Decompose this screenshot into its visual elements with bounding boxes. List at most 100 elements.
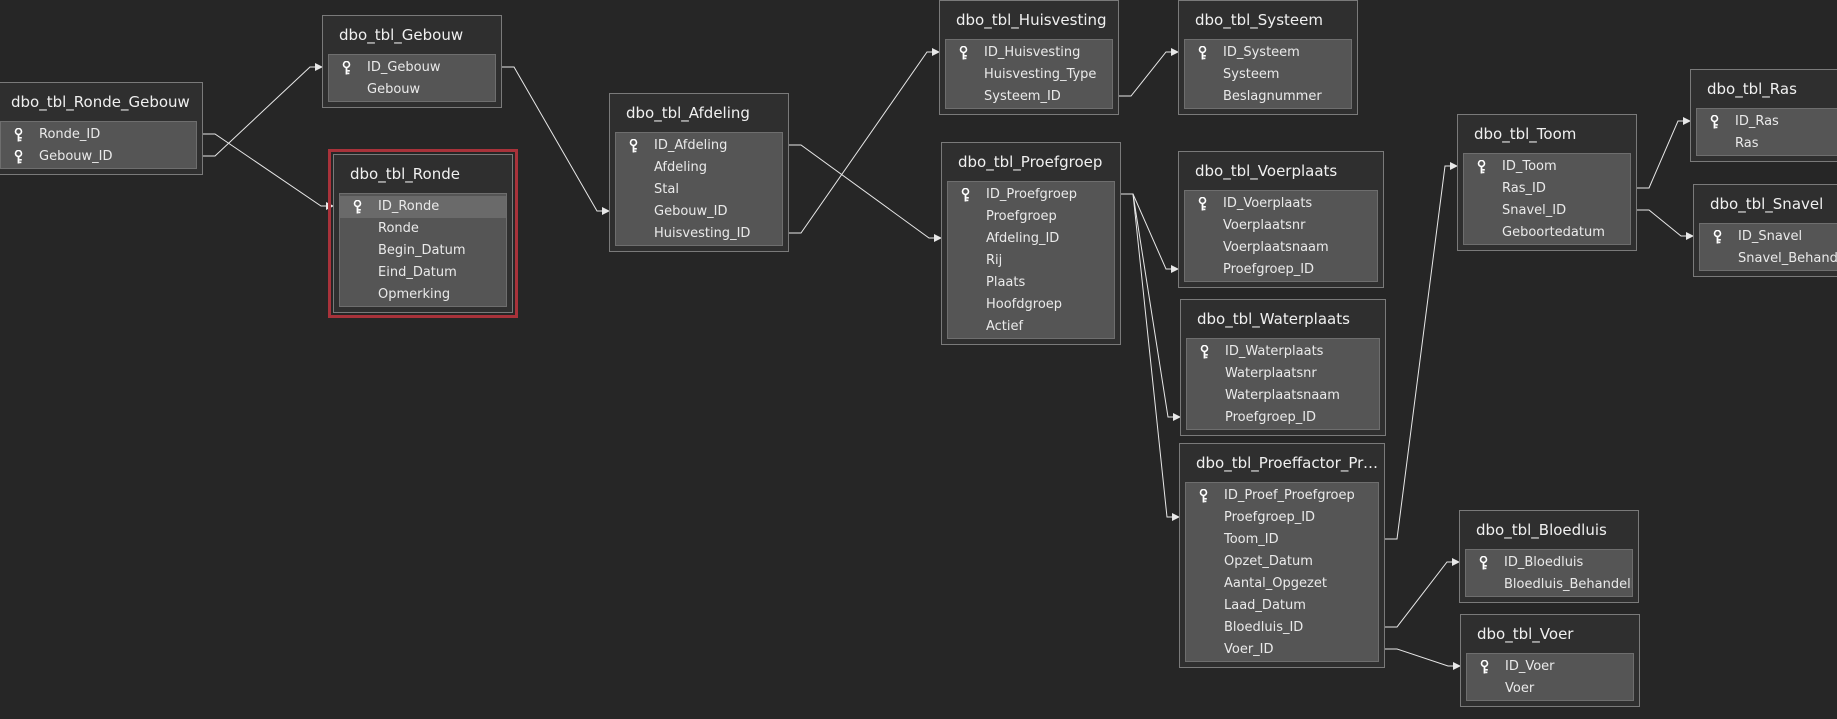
field-row[interactable]: ID_Afdeling: [616, 135, 782, 157]
field-row[interactable]: Geboortedatum: [1464, 222, 1630, 244]
field-row[interactable]: Voer: [1467, 678, 1633, 700]
relationship-line[interactable]: [1119, 48, 1179, 97]
field-row[interactable]: Eind_Datum: [340, 262, 506, 284]
field-row[interactable]: Laad_Datum: [1186, 595, 1378, 617]
table-title[interactable]: dbo_tbl_Snavel: [1710, 195, 1824, 213]
field-row[interactable]: Opmerking: [340, 284, 506, 306]
field-row[interactable]: Rij: [948, 250, 1114, 272]
field-row[interactable]: Gebouw: [329, 79, 495, 101]
field-row[interactable]: ID_Proef_Proefgroep: [1186, 485, 1378, 507]
table-title[interactable]: dbo_tbl_Ras: [1707, 80, 1797, 98]
table-proeffactor[interactable]: dbo_tbl_Proeffactor_Proef... ID_Proef_Pro…: [1179, 443, 1385, 668]
field-row[interactable]: Ras_ID: [1464, 178, 1630, 200]
field-row[interactable]: Voerplaatsnaam: [1185, 237, 1377, 259]
table-title[interactable]: dbo_tbl_Waterplaats: [1197, 310, 1350, 328]
table-title[interactable]: dbo_tbl_Voerplaats: [1195, 162, 1338, 180]
field-row[interactable]: Opzet_Datum: [1186, 551, 1378, 573]
relationship-line[interactable]: [203, 133, 334, 210]
field-row[interactable]: Huisvesting_ID: [616, 223, 782, 245]
field-row[interactable]: ID_Voer: [1467, 656, 1633, 678]
field-row[interactable]: Aantal_Opgezet: [1186, 573, 1378, 595]
field-row[interactable]: Gebouw_ID: [616, 201, 782, 223]
field-row[interactable]: Ronde: [340, 218, 506, 240]
field-row[interactable]: Proefgroep_ID: [1187, 407, 1379, 429]
field-row[interactable]: Ras: [1697, 133, 1837, 155]
field-row[interactable]: ID_Ras: [1697, 111, 1837, 133]
field-row[interactable]: ID_Systeem: [1185, 42, 1351, 64]
field-row[interactable]: Waterplaatsnaam: [1187, 385, 1379, 407]
table-title[interactable]: dbo_tbl_Voer: [1477, 625, 1574, 643]
field-row[interactable]: ID_Toom: [1464, 156, 1630, 178]
relationship-line[interactable]: [1385, 558, 1460, 628]
table-snavel[interactable]: dbo_tbl_SnavelID_SnavelSnavel_Behandelin…: [1693, 184, 1837, 277]
table-title[interactable]: dbo_tbl_Proeffactor_Proef...: [1196, 454, 1384, 472]
table-title[interactable]: dbo_tbl_Afdeling: [626, 104, 750, 122]
field-row[interactable]: Proefgroep: [948, 206, 1114, 228]
field-row[interactable]: ID_Ronde: [340, 196, 506, 218]
relationship-line[interactable]: [1385, 648, 1461, 670]
relationship-line[interactable]: [789, 144, 942, 242]
field-row[interactable]: Ronde_ID: [1, 124, 196, 146]
field-row[interactable]: Bloedluis_ID: [1186, 617, 1378, 639]
field-row[interactable]: Waterplaatsnr: [1187, 363, 1379, 385]
relationship-line[interactable]: [789, 48, 940, 234]
field-row[interactable]: Bloedluis_Behandeling: [1466, 574, 1632, 596]
table-title[interactable]: dbo_tbl_Systeem: [1195, 11, 1323, 29]
table-title[interactable]: dbo_tbl_Huisvesting: [956, 11, 1107, 29]
field-row[interactable]: Hoofdgroep: [948, 294, 1114, 316]
field-row[interactable]: ID_Proefgroep: [948, 184, 1114, 206]
field-row[interactable]: Afdeling: [616, 157, 782, 179]
field-row[interactable]: ID_Waterplaats: [1187, 341, 1379, 363]
field-row[interactable]: Actief: [948, 316, 1114, 338]
relationship-line[interactable]: [1637, 117, 1691, 189]
relationship-line[interactable]: [1121, 193, 1179, 273]
field-row[interactable]: ID_Voerplaats: [1185, 193, 1377, 215]
field-row[interactable]: Proefgroep_ID: [1186, 507, 1378, 529]
field-row[interactable]: Stal: [616, 179, 782, 201]
relationship-line[interactable]: [1637, 209, 1694, 240]
field-row[interactable]: ID_Snavel: [1700, 226, 1837, 248]
field-row[interactable]: ID_Huisvesting: [946, 42, 1112, 64]
field-row[interactable]: Systeem: [1185, 64, 1351, 86]
field-row[interactable]: Plaats: [948, 272, 1114, 294]
field-row[interactable]: Beslagnummer: [1185, 86, 1351, 108]
field-row[interactable]: Huisvesting_Type: [946, 64, 1112, 86]
table-title[interactable]: dbo_tbl_Ronde: [350, 165, 460, 183]
table-title[interactable]: dbo_tbl_Gebouw: [339, 26, 464, 44]
field-row[interactable]: Proefgroep_ID: [1185, 259, 1377, 281]
table-title[interactable]: dbo_tbl_Ronde_Gebouw: [11, 93, 190, 111]
field-row[interactable]: ID_Bloedluis: [1466, 552, 1632, 574]
field-row[interactable]: ID_Gebouw: [329, 57, 495, 79]
table-title[interactable]: dbo_tbl_Bloedluis: [1476, 521, 1607, 539]
table-title[interactable]: dbo_tbl_Proefgroep: [958, 153, 1103, 171]
field-row[interactable]: Snavel_ID: [1464, 200, 1630, 222]
